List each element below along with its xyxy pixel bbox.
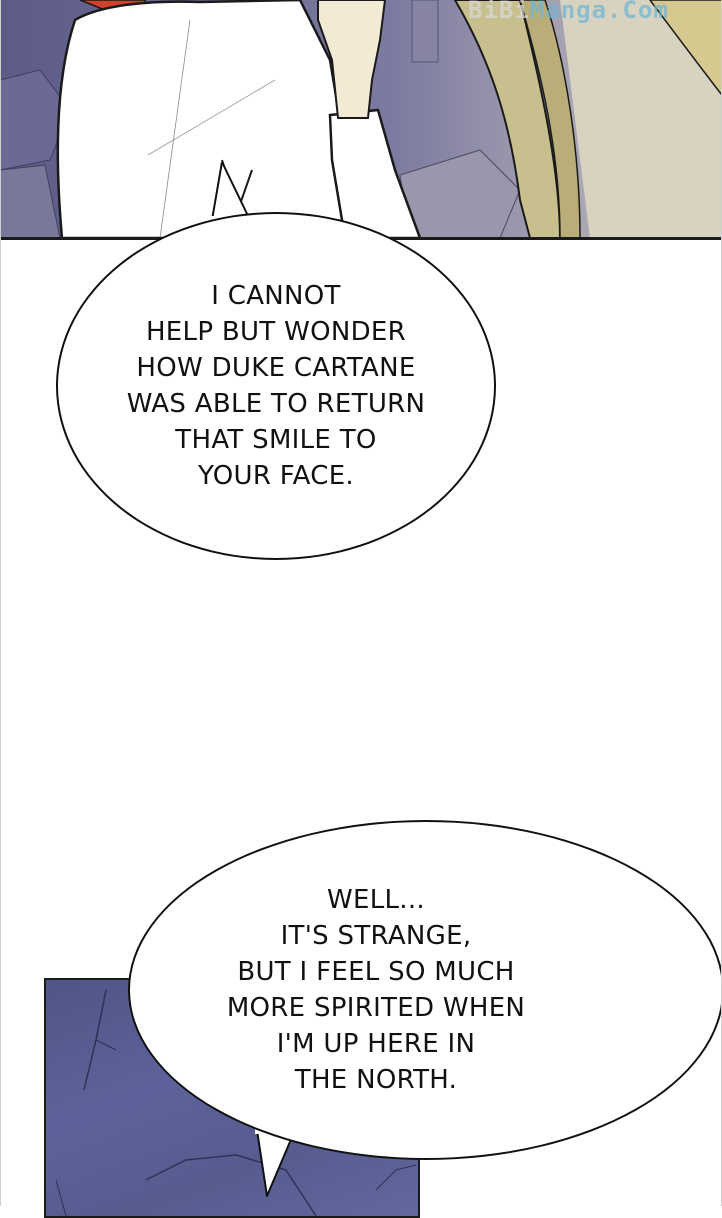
bubble-2-line: THE NORTH. [294, 1065, 458, 1095]
bubble-1-line: THAT SMILE TO [175, 425, 377, 455]
bubble-2-text: WELL... IT'S STRANGE, BUT I FEEL SO MUCH… [227, 882, 525, 1098]
bubble-1-line: I CANNOT [211, 281, 341, 311]
bubble-1-line: HOW DUKE CARTANE [136, 353, 416, 383]
bubble-2-line: WELL... [326, 885, 425, 915]
bubble-1-line: HELP BUT WONDER [145, 317, 407, 347]
bubble-2-line: MORE SPIRITED WHEN [226, 993, 526, 1023]
bubble-1-text: I CANNOT HELP BUT WONDER HOW DUKE CARTAN… [127, 278, 426, 494]
page-edge-left [0, 0, 1, 1206]
speech-bubble-1: I CANNOT HELP BUT WONDER HOW DUKE CARTAN… [56, 212, 496, 560]
watermark-part2: Manga.Com [529, 0, 669, 24]
watermark: BiBiManga.Com [468, 0, 669, 24]
watermark-part1: BiBi [468, 0, 530, 24]
bubble-1-line: WAS ABLE TO RETURN [126, 389, 426, 419]
bubble-2-line: I'M UP HERE IN [276, 1029, 476, 1059]
bottom-panel-rocks [55, 989, 417, 1216]
bubble-1-line: YOUR FACE. [197, 461, 354, 491]
top-panel: BiBiManga.Com [0, 0, 722, 238]
bubble-2-line: BUT I FEEL SO MUCH [237, 957, 515, 987]
speech-bubble-2: WELL... IT'S STRANGE, BUT I FEEL SO MUCH… [128, 820, 722, 1160]
bubble-2-line: IT'S STRANGE, [280, 921, 472, 951]
top-panel-illustration [0, 0, 722, 238]
